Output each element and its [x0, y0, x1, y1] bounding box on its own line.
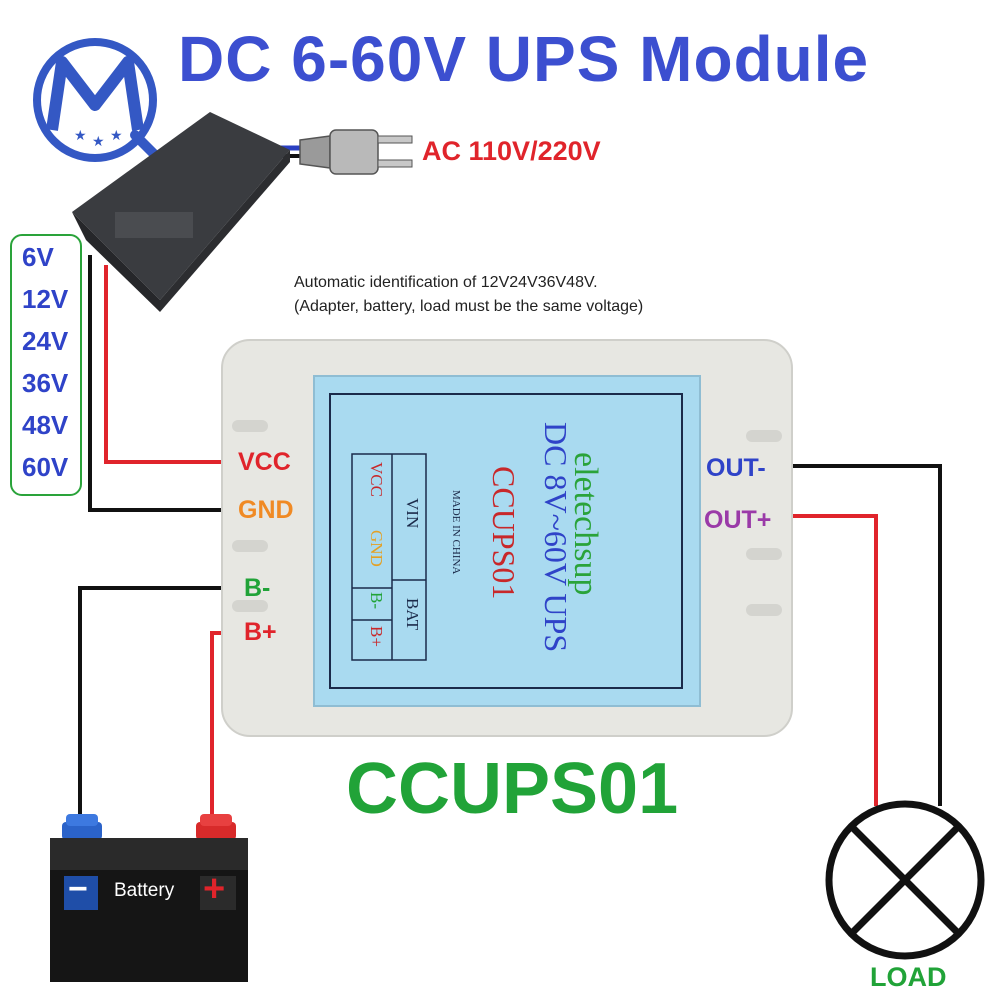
module-origin: MADE IN CHINA [450, 490, 462, 575]
table-b-minus: B- [367, 592, 386, 609]
pin-gnd-label: GND [238, 496, 294, 524]
mq-logo-icon: ★ ★ ★ [33, 38, 165, 165]
pin-table [351, 453, 427, 661]
pin-b-plus-label: B+ [244, 618, 277, 646]
ac-input-label: AC 110V/220V [422, 136, 601, 166]
table-gnd: GND [367, 530, 386, 567]
ac-plug-icon [299, 129, 413, 175]
out-positive-wire [792, 514, 878, 806]
page-title: DC 6-60V UPS Module [178, 23, 870, 95]
power-adapter-icon [72, 112, 290, 312]
table-bat: BAT [403, 598, 422, 631]
voltage-item: 6V [22, 242, 54, 272]
pin-b-minus-label: B- [244, 574, 271, 602]
voltage-item: 48V [22, 410, 69, 440]
pin-vcc-label: VCC [238, 448, 291, 476]
battery-minus-symbol: − [68, 870, 88, 908]
voltage-list: 6V 12V 24V 36V 48V 60V [10, 234, 82, 496]
load-label: LOAD [870, 962, 947, 992]
lamp-load-icon [825, 800, 985, 960]
model-label: CCUPS01 [346, 749, 679, 829]
battery-negative-wire [78, 586, 244, 820]
pin-out-minus-label: OUT- [706, 454, 766, 482]
voltage-item: 36V [22, 368, 69, 398]
module-model: CCUPS01 [486, 466, 522, 600]
vcc-wire [104, 265, 238, 464]
module-spec: DC 8V~60V UPS [538, 422, 574, 653]
table-vin: VIN [403, 498, 422, 529]
out-negative-wire [792, 464, 942, 806]
svg-text:★: ★ [92, 133, 105, 149]
voltage-item: 12V [22, 284, 69, 314]
note-line-1: Automatic identification of 12V24V36V48V… [294, 274, 598, 291]
svg-text:★: ★ [74, 127, 87, 143]
pin-out-plus-label: OUT+ [704, 506, 772, 534]
voltage-item: 24V [22, 326, 69, 356]
ups-module [221, 339, 793, 737]
table-vcc: VCC [367, 462, 386, 497]
table-b-plus: B+ [367, 626, 386, 647]
battery-icon [50, 814, 248, 982]
note-line-2: (Adapter, battery, load must be the same… [294, 298, 644, 315]
battery-label: Battery [114, 880, 175, 901]
svg-text:★: ★ [110, 127, 123, 143]
voltage-item: 60V [22, 452, 69, 482]
battery-plus-symbol: + [203, 868, 226, 910]
gnd-wire [88, 255, 238, 512]
